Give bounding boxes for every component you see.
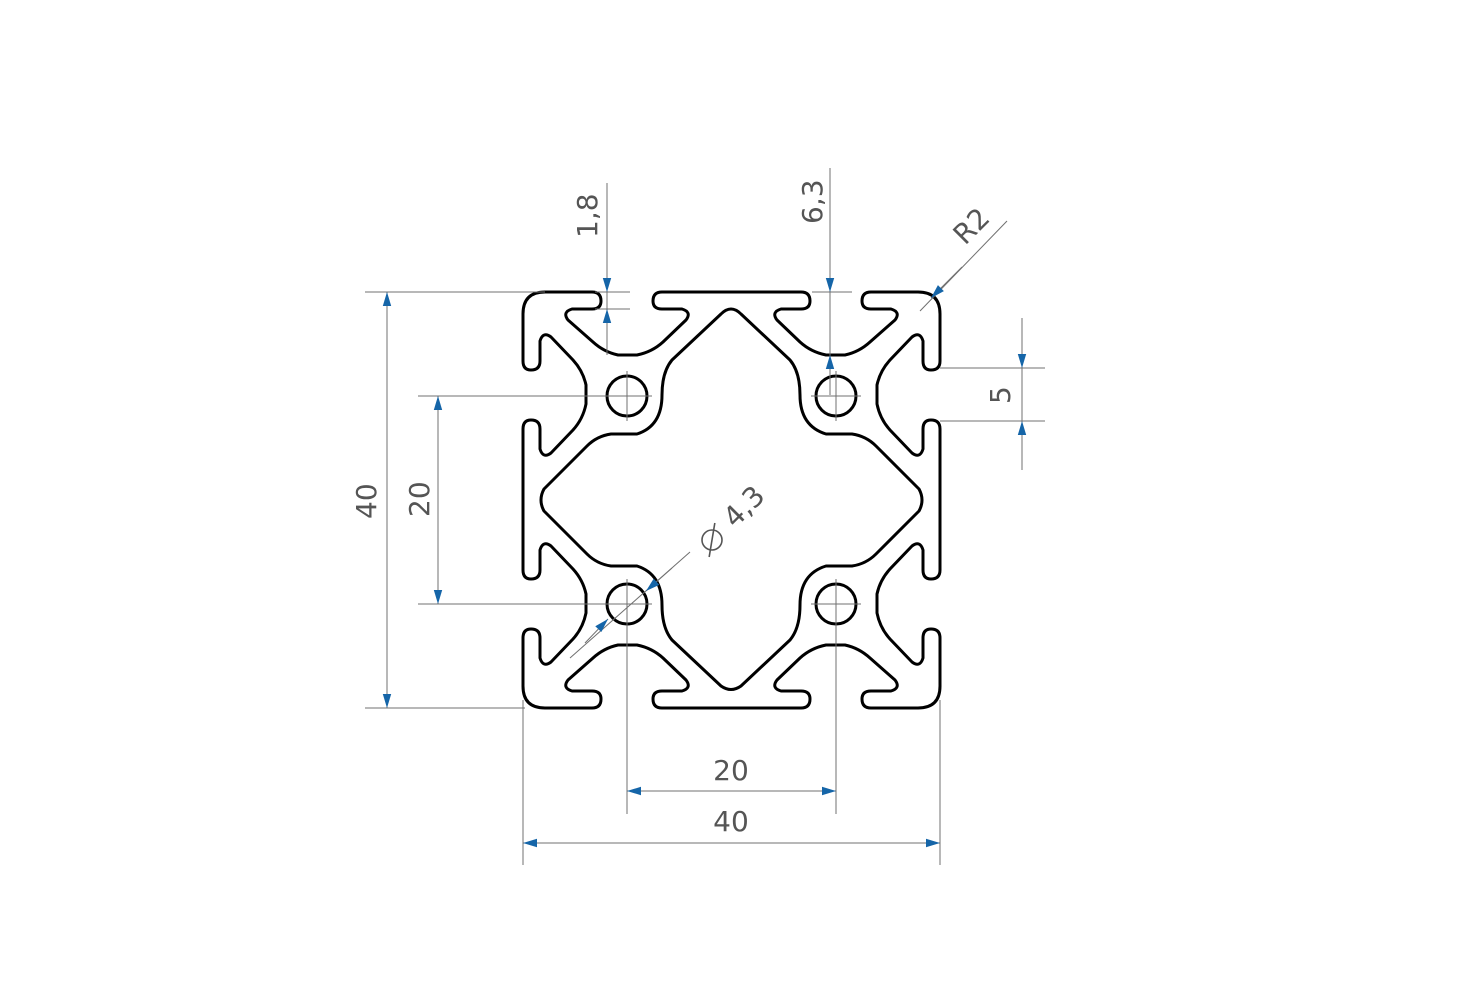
diameter-icon [701,522,723,558]
dim-slot-width-label: 5 [984,386,1017,404]
dimension-hole-spacing-horizontal: 20 [626,604,837,814]
dim-slot-depth-label: 6,3 [796,179,829,224]
dim-hole-spacing-vertical-label: 20 [403,481,436,517]
dimension-slot-depth: 6,3 [796,168,852,395]
dim-hole-diameter-label: 4,3 [717,479,772,534]
dim-overall-height-label: 40 [350,483,383,519]
dimension-hole-spacing-vertical: 20 [403,395,607,605]
dimension-overall-width: 40 [522,700,941,865]
dim-overall-width-label: 40 [713,805,749,838]
dim-hole-spacing-horizontal-label: 20 [713,754,749,787]
outer-contour [521,290,942,710]
inner-cavity [539,307,924,691]
dimension-slot-width: 5 [940,318,1045,470]
dimension-overall-height: 40 [350,291,545,709]
dim-slot-lip-label: 1,8 [571,193,604,238]
dim-corner-radius-label: R2 [947,201,997,251]
dimension-hole-diameter: 4,3 [569,479,772,659]
dimension-slot-lip: 1,8 [571,183,630,355]
